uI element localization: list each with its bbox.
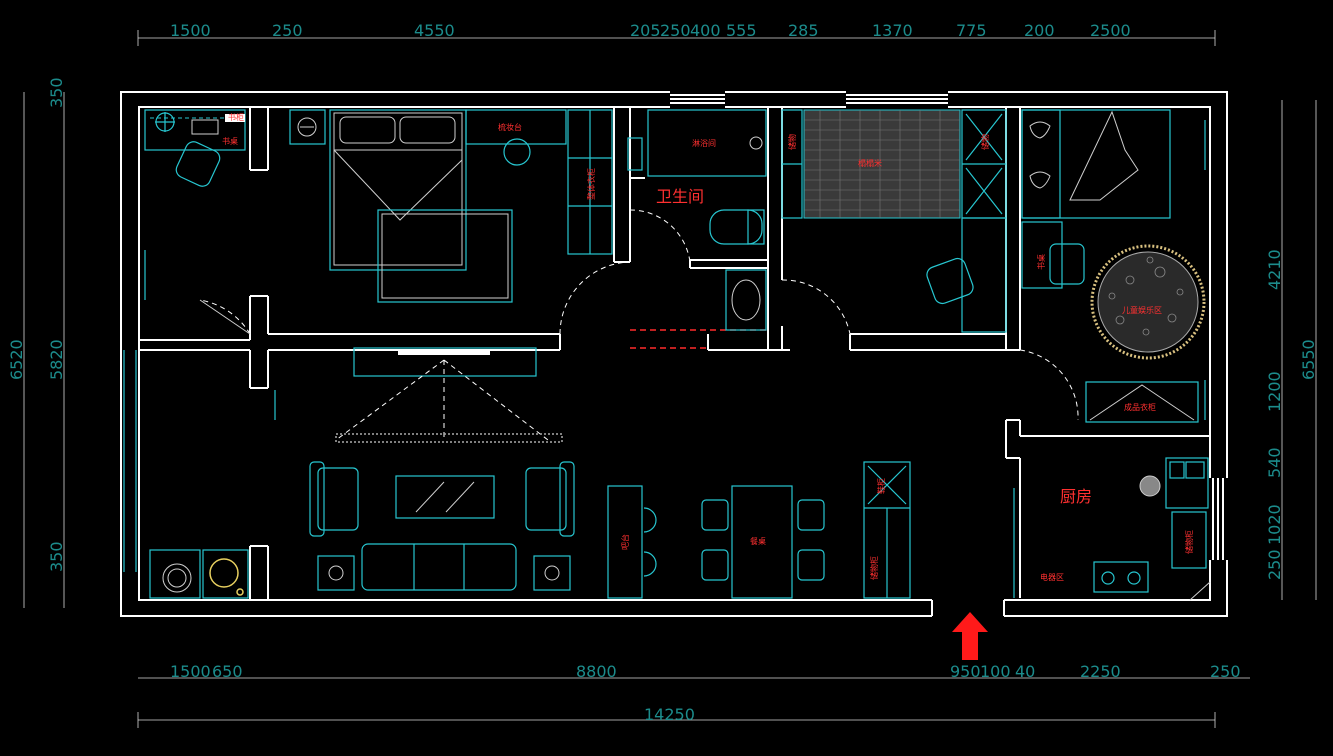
- dim-top-12: 2500: [1090, 21, 1131, 40]
- dim-top-10: 775: [956, 21, 987, 40]
- kids-room: 书桌 儿童娱乐区 成品衣柜: [1021, 109, 1206, 423]
- dim-right-5: 250: [1265, 549, 1284, 580]
- dim-left-1: 350: [47, 77, 66, 108]
- label-dressing-table: 梳妆台: [498, 122, 522, 132]
- label-appliance-zone: 电器区: [1040, 572, 1064, 582]
- dim-bottom-5: 100: [980, 662, 1011, 681]
- dim-top-3: 4550: [414, 21, 455, 40]
- label-book-cabinet: 书柜: [228, 112, 244, 122]
- label-desk-kids: 书桌: [1036, 254, 1046, 270]
- dim-bottom-3: 8800: [576, 662, 617, 681]
- entry-arrow: [952, 612, 988, 660]
- tatami-room: 榻榻米 储物 储物: [781, 109, 1007, 333]
- dim-top-7: 555: [726, 21, 757, 40]
- dim-top-4: 205: [630, 21, 661, 40]
- label-storage-left: 储物: [787, 134, 797, 150]
- dim-top-9: 1370: [872, 21, 913, 40]
- study-room: 书柜 书桌: [144, 109, 249, 599]
- room-bathroom: 卫生间: [656, 187, 704, 206]
- dim-bottom-1: 1500: [170, 662, 211, 681]
- dim-bottom-6: 40: [1015, 662, 1035, 681]
- dim-left-2: 5820: [47, 339, 66, 380]
- dim-right-3: 540: [1265, 447, 1284, 478]
- label-storage-cabinet: 储物柜: [869, 556, 879, 580]
- top-dimension-line: 1500 250 4550 205 250 400 555 285 1370 7…: [137, 21, 1216, 46]
- bottom-dimension-line: 1500 650 8800 950 100 40 2250 250 14250: [137, 662, 1250, 728]
- dim-left-3: 350: [47, 541, 66, 572]
- dim-right-1: 4210: [1265, 249, 1284, 290]
- label-dining-table: 餐桌: [750, 536, 766, 546]
- left-dimension-line: 6520 350 5820 350: [7, 77, 66, 608]
- dim-top-8: 285: [788, 21, 819, 40]
- label-bar: 吧台: [620, 534, 630, 550]
- dim-right-outer: 6550: [1299, 339, 1318, 380]
- dim-top-1: 1500: [170, 21, 211, 40]
- dim-top-11: 200: [1024, 21, 1055, 40]
- label-shoe-cabinet: 鞋柜: [876, 478, 886, 494]
- dim-bottom-2: 650: [212, 662, 243, 681]
- dim-bottom-7: 2250: [1080, 662, 1121, 681]
- bathroom: 淋浴间 卫生间: [627, 109, 767, 331]
- dim-total: 14250: [644, 705, 695, 724]
- dim-top-5: 250: [660, 21, 691, 40]
- dim-right-4: 1020: [1265, 504, 1284, 545]
- dim-bottom-8: 250: [1210, 662, 1241, 681]
- living-room: 吧台 餐桌 鞋柜 储物柜: [309, 347, 911, 599]
- label-play-area: 儿童娱乐区: [1122, 305, 1162, 315]
- label-storage-right: 储物: [980, 134, 990, 150]
- dim-top-2: 250: [272, 21, 303, 40]
- dim-right-2: 1200: [1265, 371, 1284, 412]
- room-kitchen: 厨房: [1060, 487, 1092, 506]
- dim-top-6: 400: [690, 21, 721, 40]
- label-wardrobe: 整体衣柜: [586, 168, 596, 200]
- dim-left-outer: 6520: [7, 339, 26, 380]
- label-fridge: 储物柜: [1184, 530, 1194, 554]
- right-dimension-line: 4210 1200 540 1020 250 6550: [1265, 100, 1318, 600]
- kitchen: 厨房 储物柜 电器区: [1013, 457, 1209, 598]
- master-bedroom: 梳妆台 整体衣柜: [289, 109, 613, 303]
- label-tatami: 榻榻米: [858, 158, 882, 168]
- walls: [120, 90, 1228, 620]
- label-wardrobe-kids: 成品衣柜: [1124, 402, 1156, 412]
- label-desk-study: 书桌: [222, 136, 238, 146]
- label-shower: 淋浴间: [692, 138, 716, 148]
- dim-bottom-4: 950: [950, 662, 981, 681]
